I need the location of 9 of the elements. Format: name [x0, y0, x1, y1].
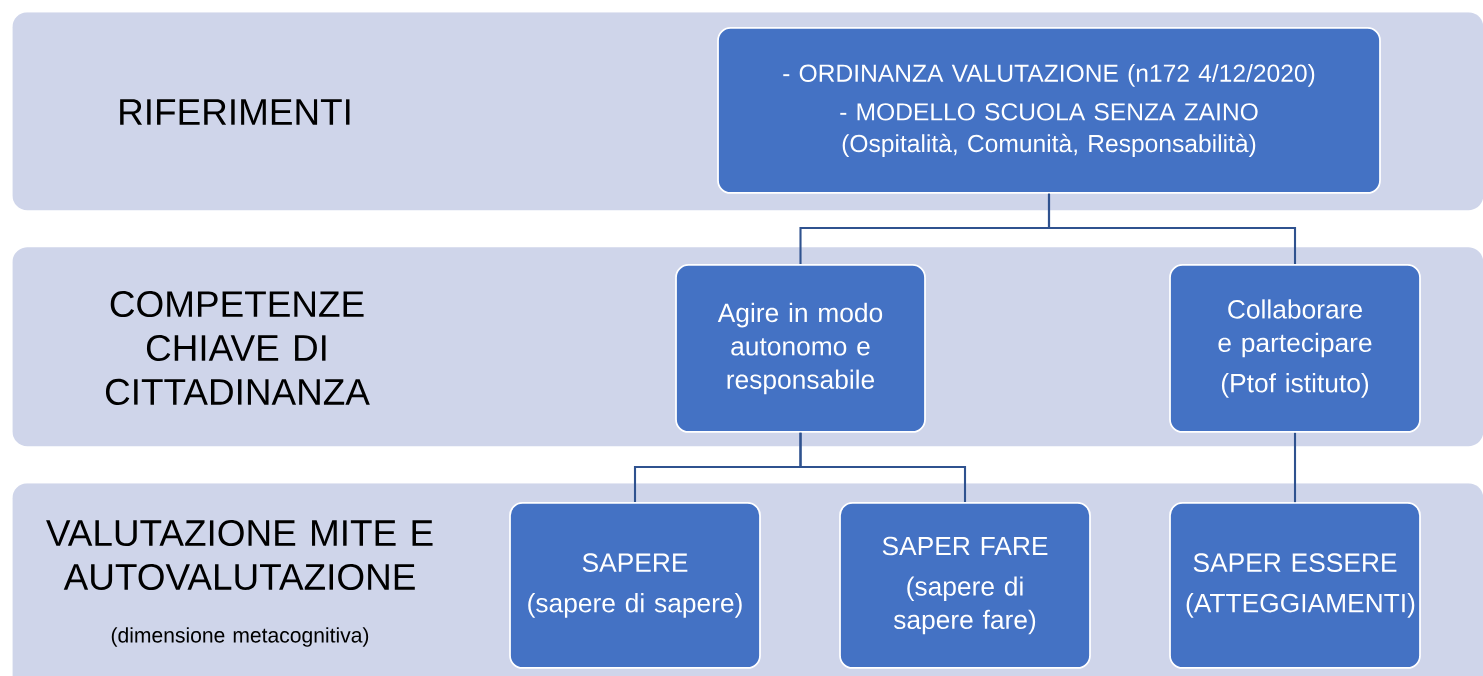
connector-line: [1047, 193, 1297, 265]
box: SAPER ESSERE (ATTEGGIAMENTI): [1169, 502, 1421, 669]
connector-line: [1293, 432, 1297, 503]
box: SAPER FARE (sapere di sapere fare): [839, 502, 1091, 669]
box: - ORDINANZA VALUTAZIONE (n172 4/12/2020) - MODELLO SCUOLA SENZA ZAINO (Ospitalità, Comunità, Responsabilità): [717, 27, 1381, 194]
box: Collaborare e partecipare (Ptof istituto): [1169, 264, 1421, 433]
box: SAPERE (sapere di sapere): [509, 502, 761, 669]
box: Agire in modo autonomo e responsabile: [675, 264, 926, 433]
connector-line: [799, 432, 967, 503]
